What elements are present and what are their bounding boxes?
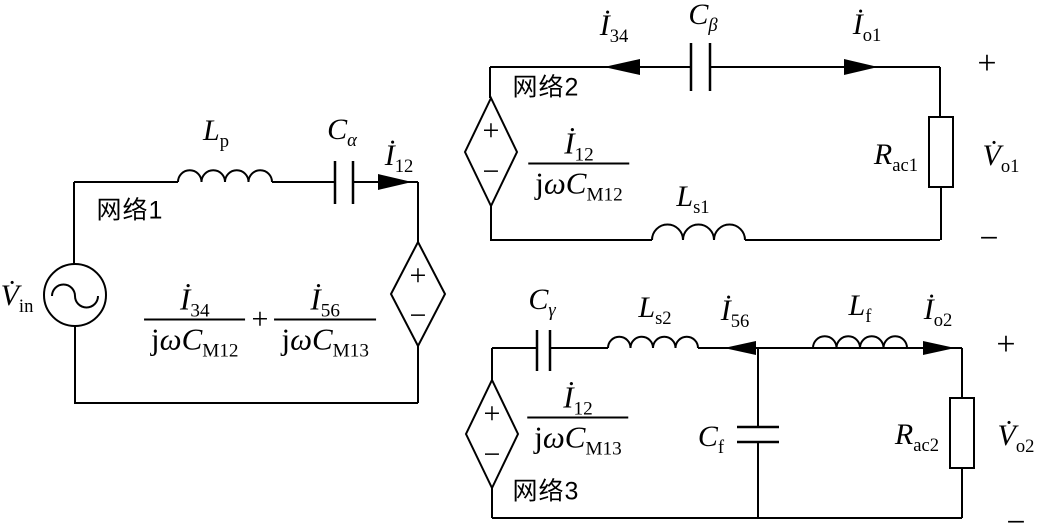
capacitor-cb-plates xyxy=(689,43,712,91)
ca-label: Cα xyxy=(327,113,357,151)
vo1-minus-sign: − xyxy=(979,220,999,257)
capacitor-ca-plates xyxy=(333,161,355,204)
rac1-label: Rac1 xyxy=(873,138,919,176)
cf-label: Cf xyxy=(697,420,725,458)
vo2-plus-sign: + xyxy=(996,326,1016,363)
resistor-rac2-body xyxy=(949,397,975,469)
io2-label: İo2 xyxy=(923,293,953,331)
current-io1-arrowhead xyxy=(844,59,878,75)
inductor-lp-coil xyxy=(177,169,273,183)
cg-label: Cγ xyxy=(528,283,556,321)
rac2-label: Rac2 xyxy=(894,418,940,456)
dep-source1-plus-sign: + xyxy=(409,259,427,292)
fraction-i12-over-jwcm13: İ12 jωCM13 xyxy=(527,382,629,459)
network3-circuit xyxy=(464,330,975,519)
ls2-label: Ls2 xyxy=(638,291,672,329)
net3-dep-source-formula: İ12 jωCM13 xyxy=(527,382,629,459)
capacitor-cg-plates xyxy=(535,330,552,371)
vo1-label: V̇o1 xyxy=(982,139,1020,177)
current-io2-arrowhead xyxy=(923,341,955,355)
vo2-label: V̇o2 xyxy=(997,419,1035,457)
dep-source3-plus-sign: + xyxy=(483,397,501,430)
inductor-ls1-coil xyxy=(651,223,746,241)
fraction-i12-over-jwcm12: İ12 jωCM12 xyxy=(528,128,630,205)
dep-source2-minus-sign: − xyxy=(482,155,500,188)
ac-source-sine-icon xyxy=(51,283,99,309)
cb-label: Cβ xyxy=(688,0,718,36)
i12-label: İ12 xyxy=(384,139,414,177)
fraction-i56-over-jwcm13: İ56 jωCM13 xyxy=(274,284,376,361)
i56-label: İ56 xyxy=(720,294,750,332)
current-i56-arrowhead xyxy=(724,341,756,355)
lp-label: Lp xyxy=(203,114,229,152)
current-i12-arrowhead xyxy=(378,174,412,190)
vin-label: V̇in xyxy=(0,279,34,317)
ls1-label: Ls1 xyxy=(676,180,710,218)
io1-label: İo1 xyxy=(852,8,882,46)
vo1-plus-sign: + xyxy=(977,45,997,82)
i34-label: İ34 xyxy=(599,9,629,47)
fraction-i34-over-jwcm12: İ34 jωCM12 xyxy=(144,284,246,361)
lf-label: Lf xyxy=(848,289,872,327)
inductor-ls2-coil xyxy=(607,335,699,349)
current-i34-arrowhead xyxy=(604,59,640,75)
net2-dep-source-formula: İ12 jωCM12 xyxy=(528,128,630,205)
dep-source3-minus-sign: − xyxy=(483,438,501,471)
network1-label: 网络1 xyxy=(96,196,164,225)
dep-source2-plus-sign: + xyxy=(482,114,500,147)
vo2-minus-sign: − xyxy=(1006,504,1026,526)
inductor-lf-coil xyxy=(812,335,908,349)
net1-dep-source-formula: İ34 jωCM12 + İ56 jωCM13 xyxy=(144,284,376,361)
plus-operator: + xyxy=(251,302,269,335)
capacitor-cf-plates xyxy=(737,425,779,444)
resistor-rac1-body xyxy=(928,116,954,188)
network2-circuit xyxy=(463,43,954,241)
network2-label: 网络2 xyxy=(512,73,580,102)
dep-source1-minus-sign: − xyxy=(409,299,427,332)
network1-circuit xyxy=(43,161,447,404)
network3-label: 网络3 xyxy=(512,477,580,506)
